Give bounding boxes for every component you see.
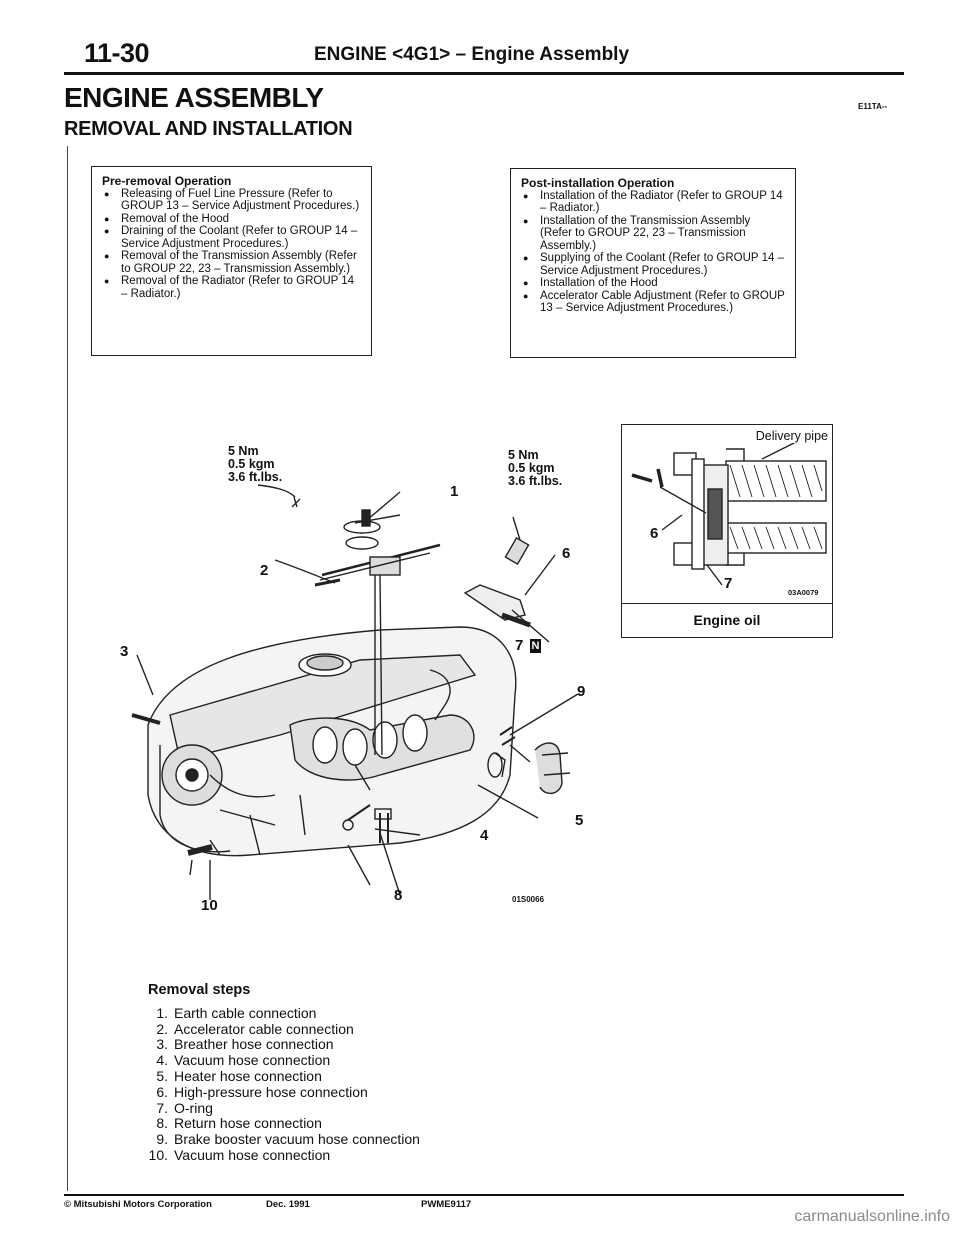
list-item: Installation of the Transmission Assembl… (521, 215, 785, 253)
footer-date: Dec. 1991 (266, 1199, 310, 1210)
footer-code: PWME9117 (421, 1199, 472, 1210)
list-item: 2. Accelerator cable connection (148, 1020, 420, 1038)
delivery-pipe-inset: Delivery pipe 6 7 03A0079 Engine oil (621, 424, 833, 638)
figure-ref-code: 01S0066 (512, 895, 545, 904)
callout-4: 4 (480, 827, 489, 844)
step-number: 8. (156, 1115, 168, 1132)
callout-9: 9 (577, 683, 586, 700)
inset-callout-7: 7 (724, 575, 733, 592)
inset-ref-code: 03A0079 (788, 588, 819, 597)
list-item: 7. O-ring (148, 1099, 420, 1117)
step-number: 7. (156, 1099, 168, 1116)
list-item: 3. Breather hose connection (148, 1036, 420, 1053)
list-item: 4. Vacuum hose connection (148, 1052, 420, 1069)
header-rule (64, 72, 904, 75)
callout-10: 10 (201, 897, 218, 914)
engine-illustration (131, 484, 579, 900)
delivery-pipe-label: Delivery pipe (755, 429, 828, 443)
list-item: Removal of the Radiator (Refer to GROUP … (102, 275, 361, 300)
post-installation-title: Post-installation Operation (521, 176, 675, 190)
post-installation-box: Post-installation Operation Installation… (510, 168, 796, 358)
step-text: Breather hose connection (174, 1036, 334, 1053)
callout-6: 6 (562, 545, 571, 562)
step-text: O-ring (174, 1099, 213, 1116)
section-title: ENGINE <4G1> – Engine Assembly (314, 44, 630, 65)
step-number: 6. (156, 1083, 168, 1100)
step-number: 5. (156, 1067, 168, 1084)
list-item: Releasing of Fuel Line Pressure (Refer t… (102, 188, 361, 213)
list-item: Removal of the Transmission Assembly (Re… (102, 250, 361, 275)
callout-1: 1 (450, 483, 459, 500)
step-text: Heater hose connection (174, 1067, 322, 1084)
new-part-mark: N (529, 639, 542, 654)
callout-7: 7 N (515, 637, 542, 654)
watermark: carmanualsonline.info (794, 1208, 950, 1225)
post-installation-list: Installation of the Radiator (Refer to G… (521, 190, 785, 315)
list-item: Supplying of the Coolant (Refer to GROUP… (521, 252, 785, 277)
delivery-pipe-illustration (631, 438, 827, 586)
list-item: 5. Heater hose connection (148, 1067, 420, 1085)
step-text: Brake booster vacuum hose connection (174, 1131, 420, 1148)
callout-7-number: 7 (515, 637, 524, 654)
step-text: Accelerator cable connection (174, 1020, 354, 1037)
step-number: 10. (148, 1146, 168, 1163)
page-number: 11-30 (84, 38, 150, 68)
footer-copyright: © Mitsubishi Motors Corporation (64, 1199, 212, 1210)
engine-assembly-diagram: 5 Nm 0.5 kgm 3.6 ft.lbs. 5 Nm 0.5 kgm 3.… (100, 415, 640, 935)
step-number: 4. (156, 1052, 168, 1069)
removal-steps-list: 1. Earth cable connection 2. Accelerator c… (148, 1004, 420, 1164)
footer-rule (64, 1194, 904, 1196)
step-text: Earth cable connection (174, 1004, 317, 1021)
step-text: High-pressure hose connection (174, 1083, 368, 1100)
list-item: Accelerator Cable Adjustment (Refer to G… (521, 290, 785, 315)
list-item: Installation of the Radiator (Refer to G… (521, 190, 785, 215)
list-item: 1. Earth cable connection (148, 1004, 420, 1022)
torque-spec-left: 5 Nm 0.5 kgm 3.6 ft.lbs. (228, 444, 283, 484)
inset-caption: Engine oil (622, 603, 832, 637)
pre-removal-list: Releasing of Fuel Line Pressure (Refer t… (102, 188, 361, 301)
step-number: 3. (156, 1036, 168, 1053)
list-item: 6. High-pressure hose connection (148, 1083, 420, 1101)
removal-steps: Removal steps 1. Earth cable connection 2… (148, 982, 420, 1164)
removal-steps-title: Removal steps (148, 982, 251, 998)
left-margin-rule (67, 146, 68, 1191)
page-title: ENGINE ASSEMBLY (64, 82, 324, 113)
callout-3: 3 (120, 643, 129, 660)
callout-8: 8 (394, 887, 403, 904)
list-item: Removal of the Hood (102, 213, 361, 226)
step-text: Vacuum hose connection (174, 1146, 331, 1163)
pre-removal-title: Pre-removal Operation (102, 174, 232, 188)
inset-callout-6: 6 (650, 525, 659, 542)
step-number: 1. (156, 1004, 168, 1021)
page-subtitle: REMOVAL AND INSTALLATION (64, 118, 353, 140)
list-item: Draining of the Coolant (Refer to GROUP … (102, 225, 361, 250)
list-item: Installation of the Hood (521, 277, 785, 290)
step-text: Vacuum hose connection (174, 1052, 331, 1069)
step-number: 9. (156, 1131, 168, 1148)
section-code: E11TA-- (858, 102, 888, 111)
step-number: 2. (156, 1020, 168, 1037)
list-item: 8. Return hose connection (148, 1115, 420, 1132)
list-item: 9. Brake booster vacuum hose connection (148, 1131, 420, 1148)
pre-removal-box: Pre-removal Operation Releasing of Fuel … (91, 166, 372, 356)
step-text: Return hose connection (174, 1115, 322, 1132)
callout-2: 2 (260, 562, 269, 579)
list-item: 10. Vacuum hose connection (148, 1146, 420, 1164)
torque-spec-right: 5 Nm 0.5 kgm 3.6 ft.lbs. (508, 448, 563, 488)
callout-5: 5 (575, 812, 584, 829)
